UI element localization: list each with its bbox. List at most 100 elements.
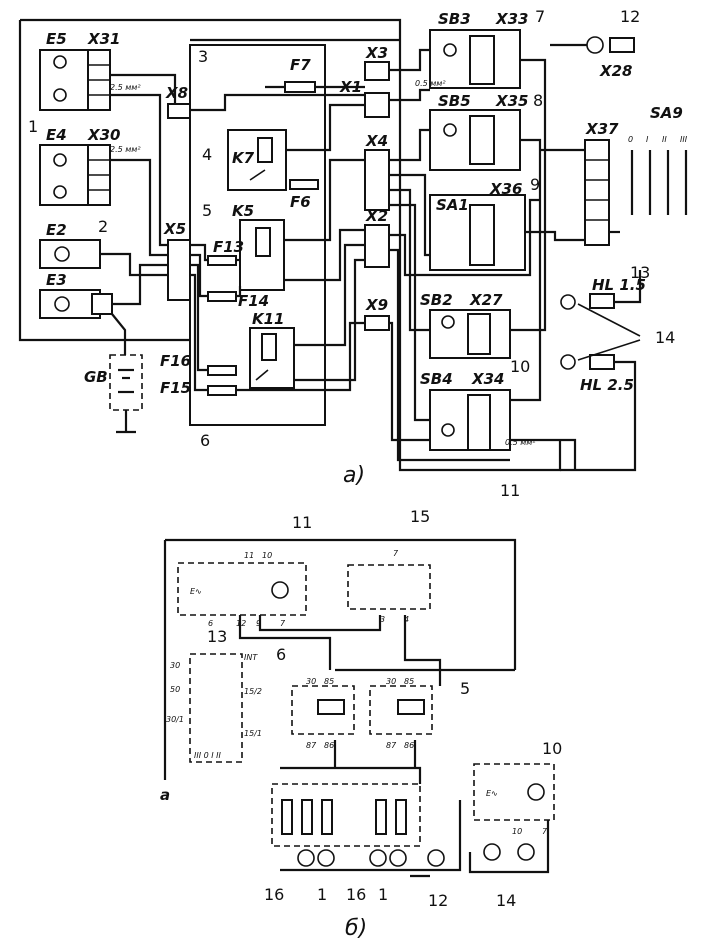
label-SA9: SA9: [650, 104, 683, 122]
callout-b-11: 11: [292, 513, 312, 532]
callout-b-16b: 16: [346, 885, 366, 904]
caption-a: а): [343, 463, 365, 488]
fuse-F15: [207, 385, 237, 396]
connector-X37: [584, 139, 610, 246]
callout-top-3: 3: [198, 47, 208, 66]
fuse-bank-16: [271, 783, 421, 847]
callout-b-5: 5: [460, 679, 470, 698]
switch-block-10: [473, 763, 555, 821]
relay-6: [291, 685, 355, 735]
lamp-HL25: [560, 354, 576, 370]
connector-X4: [364, 149, 390, 211]
pin-11a: 11: [244, 551, 254, 560]
wire-left-bus: [18, 20, 190, 342]
label-E5: E5: [46, 30, 67, 48]
label-K7: K7: [232, 149, 255, 167]
pin-11e: 7: [280, 619, 286, 628]
label-X27: X27: [469, 291, 503, 309]
callout-top-10: 10: [510, 357, 530, 376]
lamp-14b: [517, 843, 535, 861]
pin-10b: 7: [542, 827, 548, 836]
label-X31: X31: [87, 30, 120, 48]
pin-5d: 86: [404, 741, 414, 750]
label-X33: X33: [495, 10, 528, 28]
diagram-a: E5 X31 E4 X30 2.5 мм² 2.5 мм² E2 E3: [18, 7, 688, 500]
label-X34: X34: [471, 370, 504, 388]
callout-b-1a: 1: [317, 885, 327, 904]
label-F6: F6: [290, 193, 311, 211]
label-X30: X30: [87, 126, 120, 144]
battery-GB: [109, 354, 143, 434]
label-X8: X8: [165, 84, 188, 102]
wire-note-2: 2.5 мм²: [110, 145, 141, 154]
fuse-F6: [289, 179, 319, 190]
callout-top-5: 5: [202, 201, 212, 220]
fuse-F7: [284, 81, 316, 93]
lamp-block-E2-E3: [39, 239, 190, 355]
label-GB: GB: [84, 368, 108, 386]
lamp-HL15: [560, 294, 576, 310]
callout-top-2: 2: [98, 217, 108, 236]
label-K11: K11: [252, 310, 285, 328]
label-K5: K5: [232, 202, 254, 220]
callout-top-13: 13: [630, 263, 650, 282]
switch-block-13: [189, 653, 243, 763]
label-X1: X1: [339, 78, 362, 96]
label-E2: E2: [46, 221, 67, 239]
callout-b-16a: 16: [264, 885, 284, 904]
callout-top-7: 7: [535, 7, 545, 26]
pin-11b: 10: [262, 551, 272, 560]
label-F13: F13: [213, 238, 244, 256]
label-X9: X9: [365, 296, 388, 314]
label-F16: F16: [160, 352, 191, 370]
wire-label-a: а: [160, 786, 170, 804]
pin-11d: 9: [256, 619, 261, 628]
pin-13e: 15/2: [244, 687, 262, 696]
relay-5: [369, 685, 433, 735]
label-X28: X28: [599, 62, 632, 80]
connector-X28: [609, 37, 635, 53]
label-E4: E4: [46, 126, 67, 144]
pin-5b: 85: [404, 677, 414, 686]
callout-top-14: 14: [655, 328, 675, 347]
diagram-b: E∿ 11 10 12 9 7 6 7 3 4 30 50 30/1 INT 1…: [160, 507, 562, 910]
fuse-F16: [207, 365, 237, 376]
connector-X5: [167, 239, 191, 301]
pin-6d: 86: [324, 741, 334, 750]
sa9-pos-0: 0: [628, 135, 633, 144]
label-E3: E3: [46, 271, 67, 289]
callout-b-13: 13: [207, 627, 227, 646]
label-F7: F7: [290, 56, 311, 74]
lamp-12-b: [427, 849, 445, 867]
pin-6c: 87: [306, 741, 317, 750]
sa9-pos-3: III: [680, 135, 688, 144]
label-X4: X4: [365, 132, 388, 150]
lamp-block-E4: [39, 144, 190, 257]
callout-b-15: 15: [410, 507, 430, 526]
pin-13c: 30/1: [166, 715, 184, 724]
pin-13d: INT: [244, 653, 258, 662]
pin-6b: 85: [324, 677, 334, 686]
block10-symbol: E∿: [486, 789, 498, 798]
label-SB3: SB3: [438, 10, 471, 28]
label-X35: X35: [495, 92, 528, 110]
label-SB4: SB4: [420, 370, 453, 388]
caption-b: б): [345, 916, 367, 941]
callout-b-12: 12: [428, 891, 448, 910]
callout-b-10: 10: [542, 739, 562, 758]
pin-13a: 30: [170, 661, 180, 670]
label-HL15: HL 1.5: [592, 276, 646, 294]
fuse-F13: [207, 255, 237, 266]
pin-15c: 4: [404, 615, 409, 624]
connector-X9: [364, 315, 390, 331]
wire-b-top: [165, 538, 517, 670]
pin-13f: 15/1: [244, 729, 262, 738]
switch-13-positions: III 0 I II: [194, 751, 222, 760]
label-X36: X36: [489, 180, 522, 198]
wire-note-3: 0.5 мм²: [415, 79, 446, 88]
pin-6a: 30: [306, 677, 316, 686]
connector-X1: [364, 92, 390, 118]
callout-top-12: 12: [620, 7, 640, 26]
fuse-F14: [207, 291, 237, 302]
